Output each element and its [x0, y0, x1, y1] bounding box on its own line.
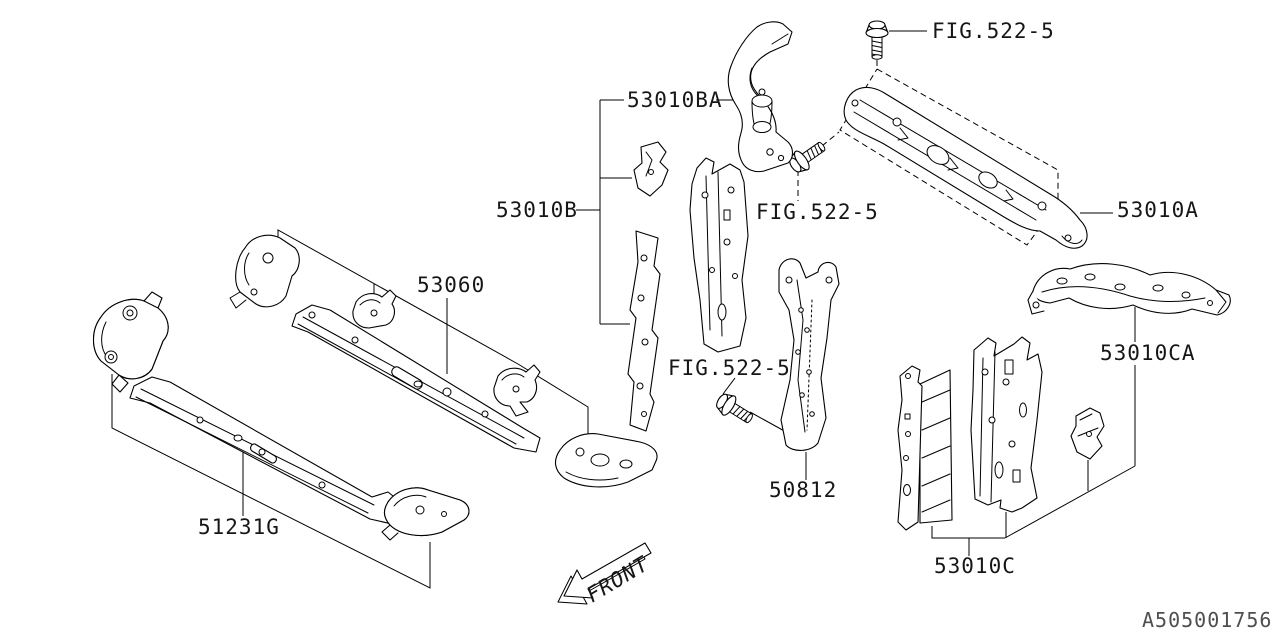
- callout-51231g: 51231G: [198, 515, 280, 539]
- part-53010ca-drawing: [1027, 263, 1231, 316]
- callout-fig522-bottom: FIG.522-5: [668, 356, 791, 380]
- part-53060-clip-b-drawing: [493, 364, 541, 417]
- part-53060-bar-drawing: [291, 304, 541, 453]
- part-53010c-clip-drawing: [1070, 407, 1105, 460]
- part-50812-drawing: [778, 258, 840, 451]
- callout-53060: 53060: [417, 273, 485, 297]
- callout-53010ba: 53010BA: [627, 88, 723, 112]
- callout-53010a: 53010A: [1117, 198, 1199, 222]
- part-53010c-left-pillar-drawing: [897, 365, 953, 531]
- callout-leader-lines: [111, 30, 1136, 589]
- part-53010ba-drawing: [727, 21, 794, 173]
- part-51231g-bottom-clip-drawing: [381, 487, 470, 541]
- callout-fig522-middle: FIG.522-5: [756, 200, 879, 224]
- part-53010b-clip-drawing: [633, 141, 669, 197]
- flange-bolt-icon-bottom: [712, 389, 758, 430]
- front-direction-arrow: [557, 542, 652, 605]
- flange-bolt-icon-top: [865, 20, 889, 60]
- drawing-number: A505001756: [1142, 608, 1272, 632]
- part-51231g-left-clip-drawing: [92, 291, 169, 393]
- part-51231g-bar-drawing: [129, 376, 399, 525]
- part-53060-bracket-drawing: [555, 433, 658, 488]
- part-53010b-left-panel-drawing: [627, 230, 661, 432]
- part-53060-clip-a-drawing: [352, 289, 397, 329]
- callout-50812: 50812: [769, 478, 837, 502]
- callout-53010ca: 53010CA: [1100, 341, 1196, 365]
- callout-53010c: 53010C: [934, 554, 1016, 578]
- part-53010c-right-pillar-drawing: [970, 336, 1043, 513]
- callout-53010b: 53010B: [496, 198, 578, 222]
- part-53010a-drawing: [843, 86, 1088, 249]
- part-53060-clip-c-drawing: [229, 234, 300, 309]
- callout-fig522-top: FIG.522-5: [932, 19, 1055, 43]
- part-53010b-right-panel-drawing: [689, 157, 749, 353]
